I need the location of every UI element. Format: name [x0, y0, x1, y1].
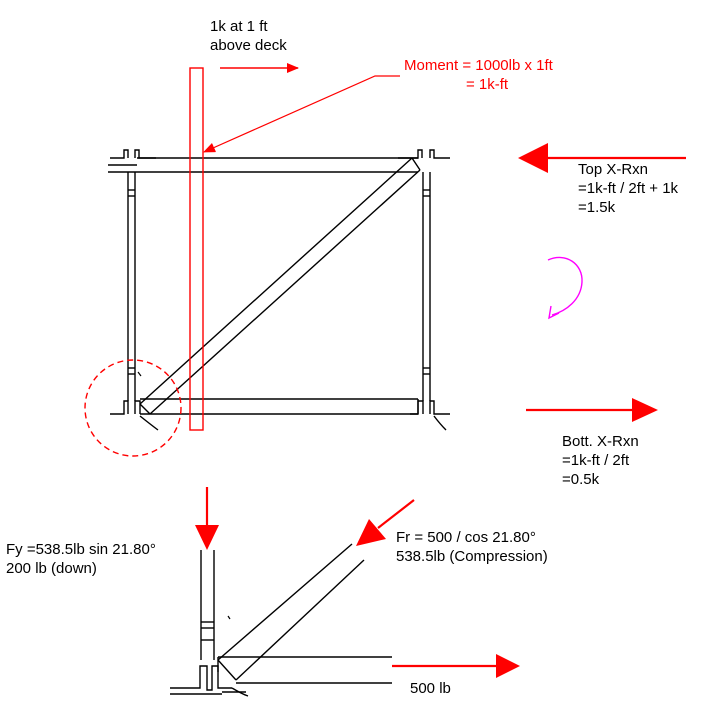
detail-circle-icon: [84, 359, 182, 457]
diagonal-brace: [139, 157, 421, 415]
moment-leader-line: [203, 75, 400, 153]
fr-arrow: [356, 499, 415, 546]
truss-frame: [108, 149, 450, 431]
top-reaction-arrow: [518, 143, 686, 173]
load-post: [189, 67, 204, 431]
horizontal-force-arrow: [392, 654, 520, 678]
fy-arrow: [195, 487, 219, 550]
fy-label: Fy =538.5lb sin 21.80° 200 lb (down): [6, 541, 156, 577]
bottom-reaction-arrow: [526, 398, 658, 422]
top-chord: [108, 157, 418, 173]
bottom-chord: [140, 398, 419, 415]
top-left-bracket: [110, 149, 156, 159]
bottom-left-bracket: [110, 400, 159, 431]
horizontal-force-label: 500 lb: [410, 680, 451, 697]
bottom-reaction-label: Bott. X-Rxn =1k-ft / 2ft =0.5k: [562, 433, 639, 488]
applied-load-label: 1k at 1 ft above deck: [210, 18, 287, 54]
rotation-arrow-icon: [547, 256, 583, 320]
top-right-bracket: [398, 149, 450, 159]
fr-label: Fr = 500 / cos 21.80° 538.5lb (Compressi…: [396, 529, 548, 565]
left-post: [127, 172, 136, 401]
right-post: [422, 172, 431, 401]
joint-detail: [170, 543, 392, 697]
bottom-right-bracket: [410, 400, 450, 431]
top-reaction-label: Top X-Rxn =1k-ft / 2ft + 1k =1.5k: [578, 161, 679, 216]
moment-label: Moment = 1000lb x 1ft = 1k-ft: [404, 57, 553, 93]
